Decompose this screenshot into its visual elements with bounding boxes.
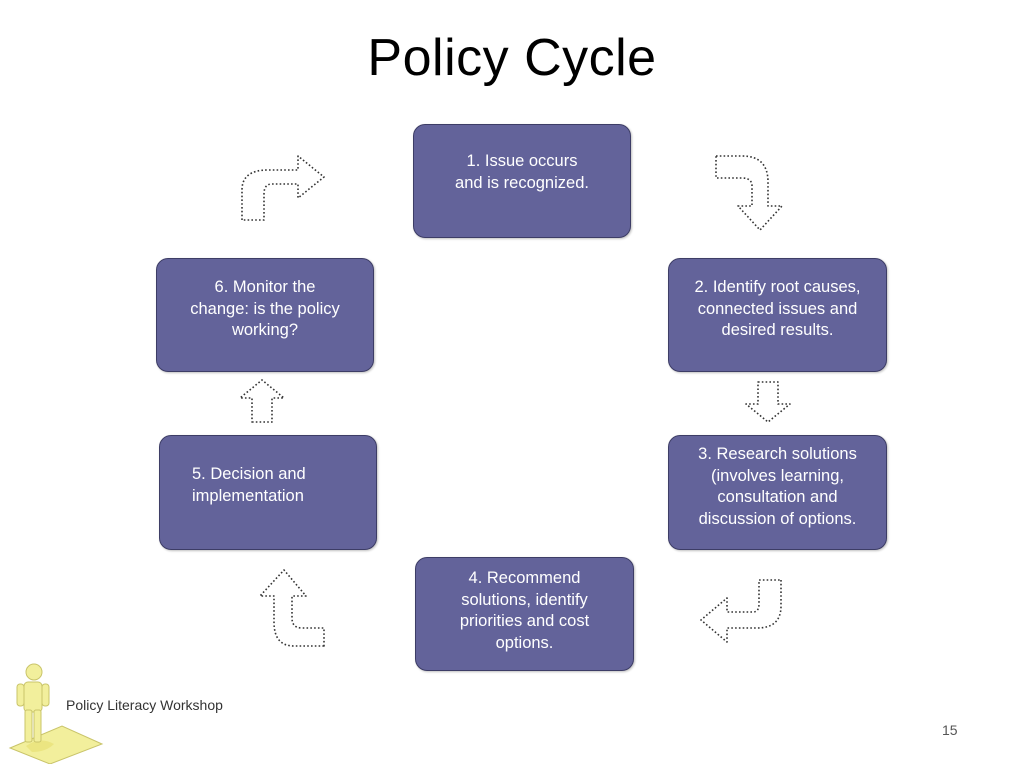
arrow-down-icon xyxy=(745,381,791,423)
step-2-box: 2. Identify root causes, connected issue… xyxy=(668,258,887,372)
step-2-label: 2. Identify root causes, connected issue… xyxy=(694,278,861,339)
workshop-logo-icon xyxy=(8,663,104,764)
curved-arrow-left-up-icon xyxy=(259,569,325,647)
step-5-box: 5. Decision and implementation xyxy=(159,435,377,550)
page-number: 15 xyxy=(942,722,958,738)
step-1-box: 1. Issue occurs and is recognized. xyxy=(413,124,631,238)
step-3-box: 3. Research solutions (involves learning… xyxy=(668,435,887,550)
curved-arrow-right-down-icon xyxy=(715,155,783,231)
step-6-box: 6. Monitor the change: is the policy wor… xyxy=(156,258,374,372)
arrow-up-icon xyxy=(239,379,285,423)
footer-title: Policy Literacy Workshop xyxy=(66,697,223,713)
slide-title: Policy Cycle xyxy=(367,29,657,87)
step-4-box: 4. Recommend solutions, identify priorit… xyxy=(415,557,634,671)
step-1-label: 1. Issue occurs and is recognized. xyxy=(455,152,589,192)
step-4-label: 4. Recommend solutions, identify priorit… xyxy=(459,569,590,652)
curved-arrow-down-left-icon xyxy=(700,579,782,643)
step-6-label: 6. Monitor the change: is the policy wor… xyxy=(190,278,340,339)
curved-arrow-up-right-icon xyxy=(241,155,325,221)
step-5-label: 5. Decision and implementation xyxy=(192,465,306,505)
step-3-label: 3. Research solutions (involves learning… xyxy=(698,445,857,528)
